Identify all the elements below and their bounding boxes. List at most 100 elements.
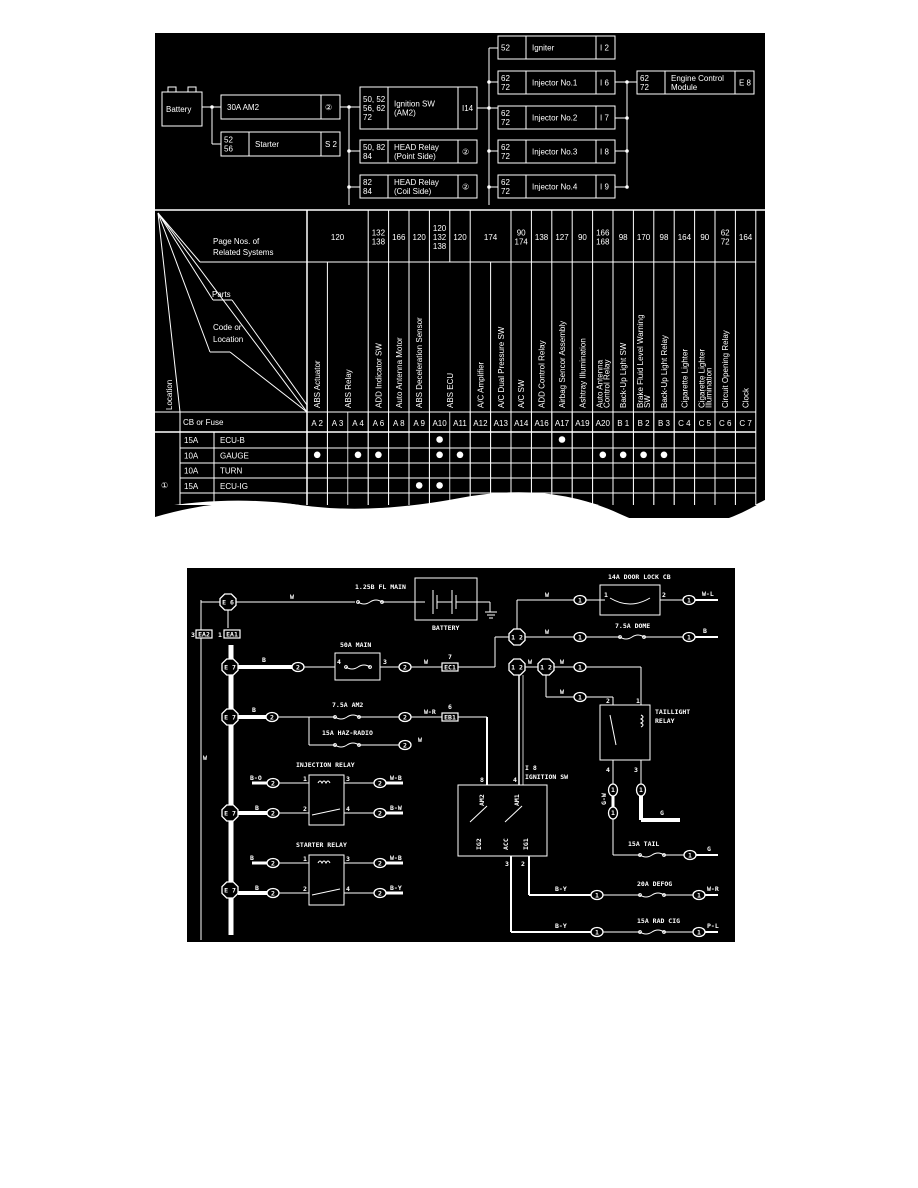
- connector-2-label: 2: [403, 742, 407, 750]
- page-number: 56: [224, 145, 233, 154]
- pin-label: 3: [346, 775, 350, 783]
- connector-e6-label: E 6: [222, 599, 234, 607]
- pin-label: 3: [505, 860, 509, 868]
- connector-1-label: 1: [578, 634, 582, 642]
- radcig-fuse-label: 15A RAD CIG: [637, 917, 680, 925]
- part-name: Cigarette Lighter: [697, 349, 706, 408]
- related-page-number: 90: [578, 233, 587, 242]
- connection-dot: [415, 482, 423, 489]
- related-page-number: 120: [433, 224, 447, 233]
- connector-eb1-label: EB1: [444, 714, 456, 722]
- location-code: A 2: [311, 419, 323, 428]
- connector-2-label: 2: [271, 780, 275, 788]
- wire-color-label: B: [703, 627, 707, 635]
- switch-lever: [504, 805, 523, 823]
- block-code: E 8: [739, 79, 752, 88]
- location-code: C 7: [739, 419, 752, 428]
- part-name: A/C Amplifier: [476, 361, 485, 408]
- connection-dot: [354, 451, 362, 459]
- wire-color-label: W: [545, 591, 549, 599]
- wire-color-label: B: [262, 656, 266, 664]
- part-name: A/C SW: [517, 379, 526, 408]
- block-code: I 6: [600, 79, 609, 88]
- relay-coil-icon: [317, 860, 331, 865]
- pin-label: 1: [303, 775, 307, 783]
- battery-label: Battery: [166, 105, 191, 114]
- terminal-label: AM2: [478, 794, 486, 806]
- fuse-amperage: 15A: [184, 482, 199, 491]
- related-page-number: 127: [555, 233, 569, 242]
- fuse-terminal: [638, 930, 642, 934]
- block-label: Injector No.3: [532, 148, 578, 157]
- block-label: (Coil Side): [394, 187, 432, 196]
- header-location: Location: [165, 380, 174, 410]
- location-code: A 4: [352, 419, 364, 428]
- block-label: Injector No.2: [532, 114, 578, 123]
- block-label: (Point Side): [394, 152, 436, 161]
- header-page-nos: Page Nos. of: [213, 237, 260, 246]
- injection-relay-box: [308, 774, 345, 826]
- junction-dot: [347, 149, 351, 153]
- fuse-name: TURN: [220, 467, 242, 476]
- wire-color-label: W: [203, 754, 207, 762]
- connector-ec1-label: EC1: [444, 664, 456, 672]
- connector-e7: [221, 804, 239, 822]
- wire: [157, 212, 201, 263]
- pin-label: 7: [448, 653, 452, 661]
- page-number: 62: [501, 143, 510, 152]
- page-number: 50, 52: [363, 95, 386, 104]
- part-name: Auto Antenna: [595, 359, 604, 408]
- wire-color-label: B: [255, 804, 259, 812]
- circuit-breaker-icon: [609, 597, 651, 605]
- page-number: 72: [640, 83, 649, 92]
- fuse-terminal: [638, 853, 642, 857]
- pin-label: 2: [606, 697, 610, 705]
- starter-relay-label: STARTER RELAY: [296, 841, 347, 849]
- part-name: Back-Up Light Relay: [660, 335, 669, 408]
- dome-fuse-label: 7.5A DOME: [615, 622, 650, 630]
- related-page-number: 62: [721, 229, 730, 238]
- fuse-terminal: [333, 743, 337, 747]
- taillight-relay-label: RELAY: [655, 717, 675, 725]
- tail-fuse-label: 15A TAIL: [628, 840, 659, 848]
- taillight-relay-box: [599, 704, 651, 761]
- page-number: 84: [363, 152, 372, 161]
- block-label: Injector No.1: [532, 79, 578, 88]
- wire-color-label: B: [252, 706, 256, 714]
- location-code: A16: [534, 419, 549, 428]
- wire: [229, 351, 308, 413]
- related-page-number: 132: [433, 233, 447, 242]
- location-code: A10: [432, 419, 447, 428]
- block-label: (AM2): [394, 109, 416, 118]
- part-name: ABS ECU: [446, 373, 455, 408]
- related-page-number: 90: [700, 233, 709, 242]
- ignition-switch-box: [457, 784, 548, 857]
- battery-terminal-icon: [167, 86, 177, 93]
- block-code: ②: [325, 103, 332, 112]
- fuse-terminal: [368, 665, 372, 669]
- fuse-icon: [639, 852, 665, 858]
- connection-dot: [660, 451, 668, 459]
- connector-2-label: 2: [271, 860, 275, 868]
- header-code: Location: [213, 335, 243, 344]
- related-page-number: 164: [678, 233, 692, 242]
- fuse-icon: [345, 664, 371, 670]
- fuse-icon: [334, 714, 360, 720]
- ea1-pin: 1: [218, 631, 222, 639]
- fuse-name: GAUGE: [220, 451, 249, 460]
- junction-dot: [347, 105, 351, 109]
- taillight-relay-label: TAILLIGHT: [655, 708, 690, 716]
- block-label: HEAD Relay: [394, 143, 439, 152]
- fuse-name: ECU-B: [220, 436, 245, 445]
- am2-fuse-label: 7.5A AM2: [332, 701, 363, 709]
- wire-color-label: W: [560, 688, 564, 696]
- connector-2-label: 2: [403, 664, 407, 672]
- connection-dot: [313, 451, 321, 459]
- block-label: Module: [671, 83, 698, 92]
- location-code: A17: [555, 419, 570, 428]
- fuse-terminal: [638, 893, 642, 897]
- junction-connector: [537, 658, 555, 676]
- related-page-number: 120: [413, 233, 427, 242]
